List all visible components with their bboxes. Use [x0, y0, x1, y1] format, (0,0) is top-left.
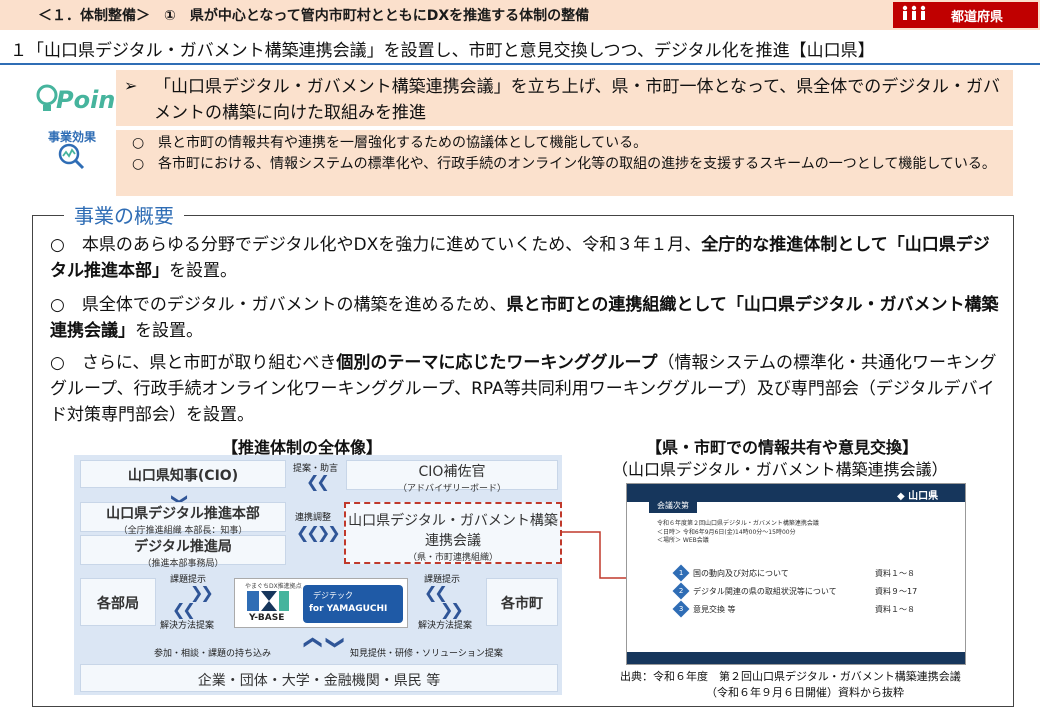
agenda-ref: 資料９～17: [875, 587, 918, 596]
governor-box: 山口県知事(CIO): [80, 460, 286, 488]
point-box: ➢ 「山口県デジタル・ガバメント構築連携会議」を立ち上げ、県・市町一体となって、…: [116, 70, 1013, 126]
yamaguchi-logo: ◆ 山口県: [897, 491, 939, 502]
lightbulb-icon: [36, 84, 58, 111]
agenda-number: 1: [672, 564, 690, 582]
cities-box: 各市町: [486, 578, 558, 626]
participation-label: 参加・相談・課題の持ち込み: [154, 649, 272, 659]
meeting-place: ＜場所＞ WEB会議: [657, 537, 709, 544]
point-logo-text: Point: [56, 86, 127, 114]
issue-label-left: 課題提示: [170, 575, 207, 585]
citizens-box: 企業・団体・大学・金融機関・県民 等: [80, 664, 558, 692]
source-note-date: （令和６年９月６日開催）資料から抜粋: [706, 686, 904, 699]
cio-assistant-box: CIO補佐官 （アドバイザリーボード）: [346, 460, 558, 494]
chevron-right-icon: ❯❯: [190, 583, 214, 602]
agenda-ref: 資料１～８: [875, 569, 915, 578]
digital-bureau-box: デジタル推進局 （推進本部事務局）: [80, 535, 286, 569]
overview-paragraph-2: ○ 県全体でのデジタル・ガバメントの構築を進めるため、県と市町との連携組織として…: [50, 295, 999, 341]
effect-label: 事業効果: [47, 130, 96, 144]
right-panel-title: 【県・市町での情報共有や意見交換】: [646, 438, 919, 457]
people-icon: [902, 5, 926, 20]
prefecture-badge: 都道府県: [893, 2, 1038, 28]
diagram-title: 【推進体制の全体像】: [222, 438, 383, 457]
meeting-name: 令和６年度第２回山口県デジタル・ガバメント構築連携会議: [657, 520, 819, 527]
digital-hq-box: 山口県デジタル推進本部 （全庁推進組織 本部長：知事）: [80, 502, 286, 536]
coordination-label: 連携調整: [295, 513, 332, 523]
arrow-bullet-icon: ➢: [124, 76, 138, 95]
agenda-number: 3: [672, 600, 690, 618]
agenda-item: 意見交換 等: [693, 605, 736, 614]
knowledge-label: 知見提供・研修・ソリューション提案: [350, 649, 503, 659]
source-note: 出典：令和６年度 第２回山口県デジタル・ガバメント構築連携会議: [620, 670, 961, 683]
section-title: ＜１．体制整備＞ ① 県が中心となって管内市町村とともにDXを推進する体制の整備: [38, 8, 590, 24]
digitech-banner: デジテック for YAMAGUCHI: [303, 585, 403, 623]
chevron-left-icon: ❮❮: [172, 600, 196, 619]
meeting-date: ＜日時＞ 令和6年9月6日(金)14時00分～15時00分: [657, 529, 796, 536]
chevron-down-icon: ❮: [303, 634, 325, 651]
point-text: 「山口県デジタル・ガバメント構築連携会議」を立ち上げ、県・市町一体となって、県全…: [154, 77, 1000, 123]
agenda-item: デジタル関連の県の取組状況等について: [693, 587, 837, 596]
slide-top-bar: [627, 484, 965, 502]
council-box: 山口県デジタル・ガバメント構築連携会議 （県・市町連携組織）: [344, 502, 562, 564]
double-arrow-icon: ❮❮❯❯: [296, 523, 341, 542]
slide-bottom-bar: [627, 652, 965, 664]
title-divider: [0, 63, 1040, 65]
effect-box: ○県と市町の情報共有や連携を一層強化するための協議体として機能している。 ○各市…: [116, 130, 1013, 196]
issue-label-right: 課題提示: [424, 575, 461, 585]
magnifier-chart-icon: [58, 143, 85, 170]
ybase-logo: やまぐちDX推進拠点 Y-BASE デジテック for YAMAGUCHI: [234, 578, 408, 628]
agenda-tag: 会議次第: [649, 498, 697, 513]
agenda-ref: 資料１～８: [875, 605, 915, 614]
badge-label: 都道府県: [951, 10, 1004, 25]
agenda-number: 2: [672, 582, 690, 600]
solution-label-left: 解決方法提案: [160, 621, 215, 631]
agenda-item: 国の動向及び対応について: [693, 569, 789, 578]
proposal-label: 提案・助言: [293, 464, 339, 474]
overview-title: 事業の概要: [64, 200, 184, 229]
meeting-slide: ◆ 山口県 会議次第 令和６年度第２回山口県デジタル・ガバメント構築連携会議 ＜…: [626, 483, 966, 665]
connector-line: [562, 531, 628, 579]
solution-label-right: 解決方法提案: [418, 621, 473, 631]
overview-paragraph-1: ○ 本県のあらゆる分野でデジタル化やDXを強力に進めていくため、令和３年１月、全…: [50, 235, 990, 281]
overview-paragraph-3: ○ さらに、県と市町が取り組むべき個別のテーマに応じたワーキンググループ（情報シ…: [50, 353, 997, 425]
page-title: １「山口県デジタル・ガバメント構築連携会議」を設置し、市町と意見交換しつつ、デジ…: [10, 41, 875, 61]
right-panel-subtitle: （山口県デジタル・ガバメント構築連携会議）: [612, 460, 948, 479]
chevron-left-icon: ❮❮: [306, 472, 330, 491]
dx-logo-icon: [247, 591, 289, 611]
chevron-right-icon: ❯❯: [440, 600, 464, 619]
structure-diagram: [74, 455, 562, 695]
chevron-up-icon: ❯: [325, 634, 347, 651]
departments-box: 各部局: [80, 578, 156, 626]
chevron-left-icon: ❮❮: [424, 583, 448, 602]
section-header: ＜１．体制整備＞ ① 県が中心となって管内市町村とともにDXを推進する体制の整備…: [0, 0, 1040, 30]
point-logo: Point: [36, 84, 127, 116]
overview-frame: [32, 215, 1014, 707]
